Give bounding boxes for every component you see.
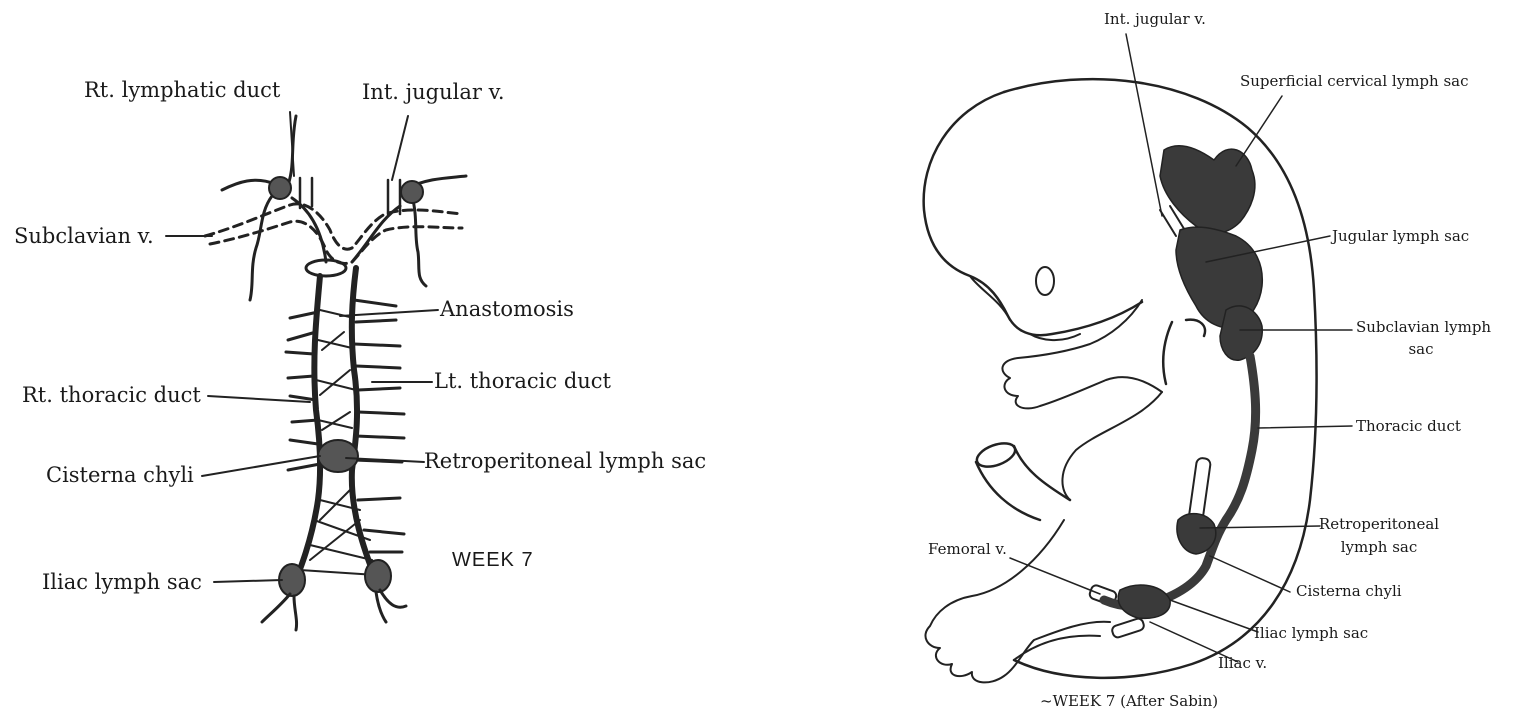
label-thoracic-duct: Thoracic duct (1356, 417, 1461, 435)
embryo-eye (1036, 267, 1054, 295)
leader-r-superficial (1236, 96, 1282, 166)
leader-r-cisterna (1210, 556, 1290, 592)
label-superficial-cervical-lymph-sac: Superficial cervical lymph sac (1240, 72, 1469, 90)
label-subclavian-lymph-sac-line1: Subclavian lymph (1356, 318, 1486, 336)
embryo-head-outline (924, 92, 1142, 335)
iliac-lymph-sac (1118, 585, 1170, 618)
label-subclavian-lymph-sac: Subclavian lymph sac (1356, 318, 1486, 358)
label-subclavian-v: Subclavian v. (14, 224, 154, 248)
label-lt-thoracic-duct: Lt. thoracic duct (434, 369, 611, 393)
embryo-arm (1002, 300, 1162, 408)
label-r-retroperitoneal-line2: lymph sac (1316, 538, 1442, 556)
label-jugular-lymph-sac: Jugular lymph sac (1332, 227, 1469, 245)
leader-r-femoral (1010, 558, 1100, 594)
label-cisterna-chyli: Cisterna chyli (46, 463, 194, 487)
label-r-iliac-v: Iliac v. (1218, 654, 1267, 672)
label-anastomosis: Anastomosis (440, 297, 574, 321)
label-rt-thoracic-duct: Rt. thoracic duct (22, 383, 201, 407)
leader-r-iliac-sac (1170, 600, 1258, 632)
label-r-int-jugular-v: Int. jugular v. (1104, 10, 1206, 28)
umbilical-stalk-end (974, 439, 1018, 471)
label-subclavian-lymph-sac-line2: sac (1356, 340, 1486, 358)
label-iliac-lymph-sac: Iliac lymph sac (42, 570, 202, 594)
label-r-retroperitoneal: Retroperitoneal lymph sac (1316, 515, 1442, 556)
embryo-torso (1062, 392, 1162, 500)
leader-r-int-jugular (1126, 34, 1162, 216)
label-r-retroperitoneal-line1: Retroperitoneal (1316, 515, 1442, 533)
leader-r-thoracic (1258, 426, 1352, 428)
label-retroperitoneal-lymph-sac: Retroperitoneal lymph sac (424, 449, 706, 473)
label-femoral-v: Femoral v. (928, 540, 1007, 558)
retroperitoneal-lymph-sac (1177, 514, 1216, 554)
iliac-vein-tube (1111, 617, 1145, 638)
thoracic-duct-lymph (1104, 356, 1256, 606)
subclavian-lymph-sac (1220, 306, 1262, 360)
embryo-body-outline (1004, 79, 1317, 678)
caption-week-7: WEEK 7 (452, 549, 534, 572)
label-r-iliac-lymph-sac: Iliac lymph sac (1254, 624, 1368, 642)
label-int-jugular-v: Int. jugular v. (362, 80, 505, 104)
caption-week-7-after-sabin: ~WEEK 7 (After Sabin) (1040, 692, 1218, 710)
label-r-cisterna-chyli: Cisterna chyli (1296, 582, 1402, 600)
umbilical-stalk (976, 446, 1070, 520)
label-rt-lymphatic-duct: Rt. lymphatic duct (84, 78, 280, 102)
